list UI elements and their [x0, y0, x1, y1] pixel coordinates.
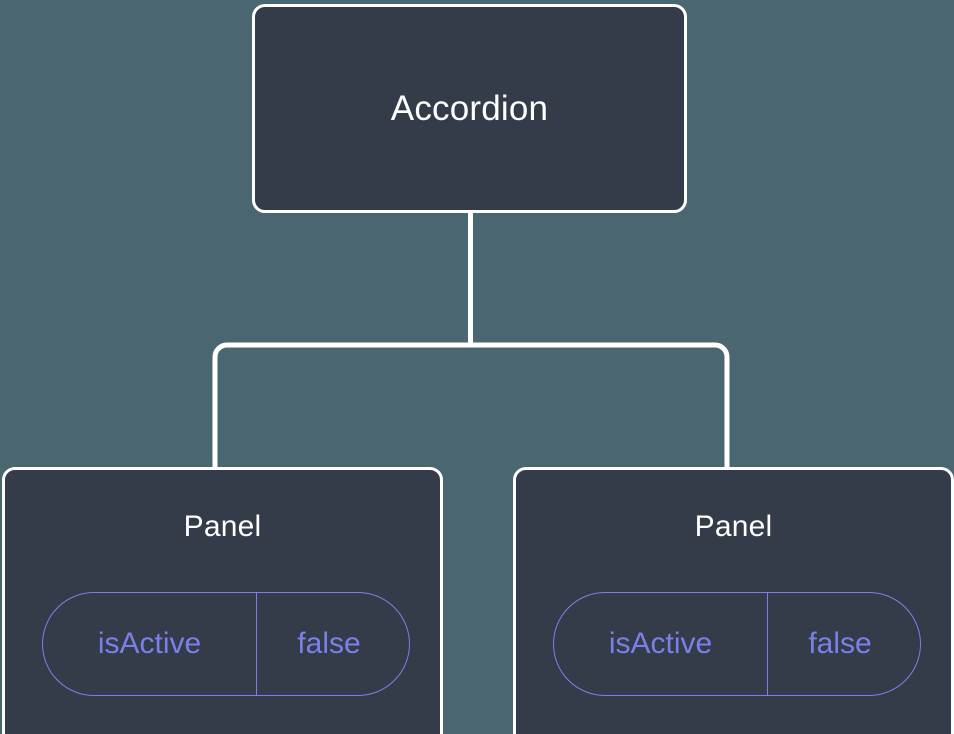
prop-key: isActive	[554, 593, 768, 695]
prop-badge-isactive[interactable]: isActive false	[42, 592, 410, 696]
tree-node-panel-left[interactable]: Panel isActive false	[2, 467, 443, 734]
prop-key: isActive	[43, 593, 257, 695]
node-title: Accordion	[390, 89, 549, 128]
tree-node-panel-right[interactable]: Panel isActive false	[513, 467, 954, 734]
edge-to-panel-right	[470, 342, 730, 470]
prop-badge-isactive[interactable]: isActive false	[553, 592, 921, 696]
tree-node-accordion[interactable]: Accordion	[252, 4, 687, 213]
prop-value: false	[808, 627, 872, 660]
node-title: Panel	[183, 510, 262, 543]
edge-to-panel-left	[212, 342, 471, 470]
prop-value: false	[297, 627, 361, 660]
node-title: Panel	[694, 510, 773, 543]
